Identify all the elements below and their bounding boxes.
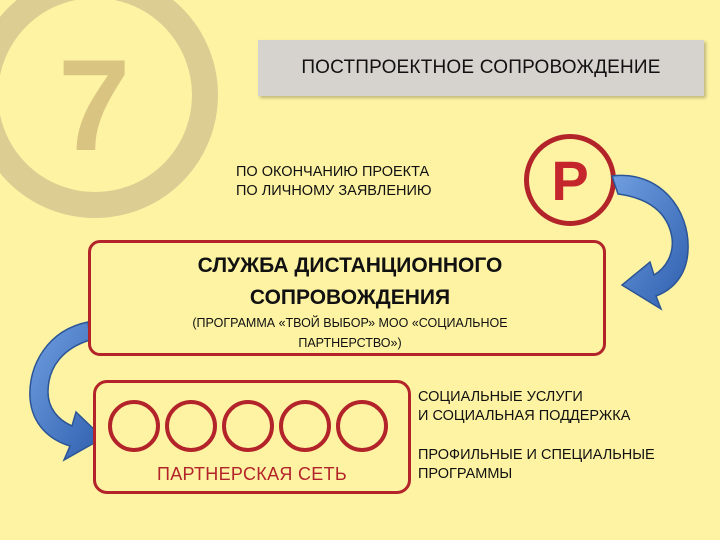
partner-ring-icon — [222, 400, 274, 452]
right-curved-arrow — [610, 174, 689, 311]
service-subtitle-line-1: (ПРОГРАММА «ТВОЙ ВЫБОР» МОО «СОЦИАЛЬНОЕ — [192, 316, 508, 330]
programs-item-line-1: ПРОФИЛЬНЫЕ И СПЕЦИАЛЬНЫЕ — [418, 447, 655, 463]
services-item-line-2: И СОЦИАЛЬНАЯ ПОДДЕРЖКА — [418, 408, 631, 424]
partner-ring-icon — [279, 400, 331, 452]
services-item-line-1: СОЦИАЛЬНЫЕ УСЛУГИ — [418, 389, 583, 405]
service-title-line-2: СОПРОВОЖДЕНИЯ — [249, 286, 451, 309]
partner-ring-icon — [165, 400, 217, 452]
condition-note: ПО ОКОНЧАНИЮ ПРОЕКТА ПО ЛИЧНОМУ ЗАЯВЛЕНИ… — [236, 163, 432, 201]
service-box — [88, 240, 606, 356]
partner-network-label: ПАРТНЕРСКАЯ СЕТЬ — [156, 464, 348, 484]
partner-ring-icon — [336, 400, 388, 452]
page-title: ПОСТПРОЕКТНОЕ СОПРОВОЖДЕНИЕ — [258, 40, 704, 96]
service-title: СЛУЖБА ДИСТАНЦИОННОГО СОПРОВОЖДЕНИЯ — [150, 250, 550, 314]
condition-line-1: ПО ОКОНЧАНИЮ ПРОЕКТА — [236, 164, 430, 180]
condition-line-2: ПО ЛИЧНОМУ ЗАЯВЛЕНИЮ — [236, 183, 432, 199]
services-item: СОЦИАЛЬНЫЕ УСЛУГИ И СОЦИАЛЬНАЯ ПОДДЕРЖКА — [418, 388, 630, 426]
programs-item: ПРОФИЛЬНЫЕ И СПЕЦИАЛЬНЫЕ ПРОГРАММЫ — [418, 446, 655, 484]
service-subtitle-line-2: ПАРТНЕРСТВО») — [298, 336, 402, 350]
p-badge: Р — [524, 134, 616, 226]
number-seven-logo-icon: 7 — [0, 0, 218, 218]
logo-digit: 7 — [58, 32, 130, 178]
service-title-line-1: СЛУЖБА ДИСТАНЦИОННОГО — [197, 254, 503, 277]
partner-ring-icon — [108, 400, 160, 452]
service-subtitle: (ПРОГРАММА «ТВОЙ ВЫБОР» МОО «СОЦИАЛЬНОЕ … — [130, 313, 570, 353]
left-curved-arrow — [29, 321, 105, 462]
programs-item-line-2: ПРОГРАММЫ — [418, 466, 513, 482]
